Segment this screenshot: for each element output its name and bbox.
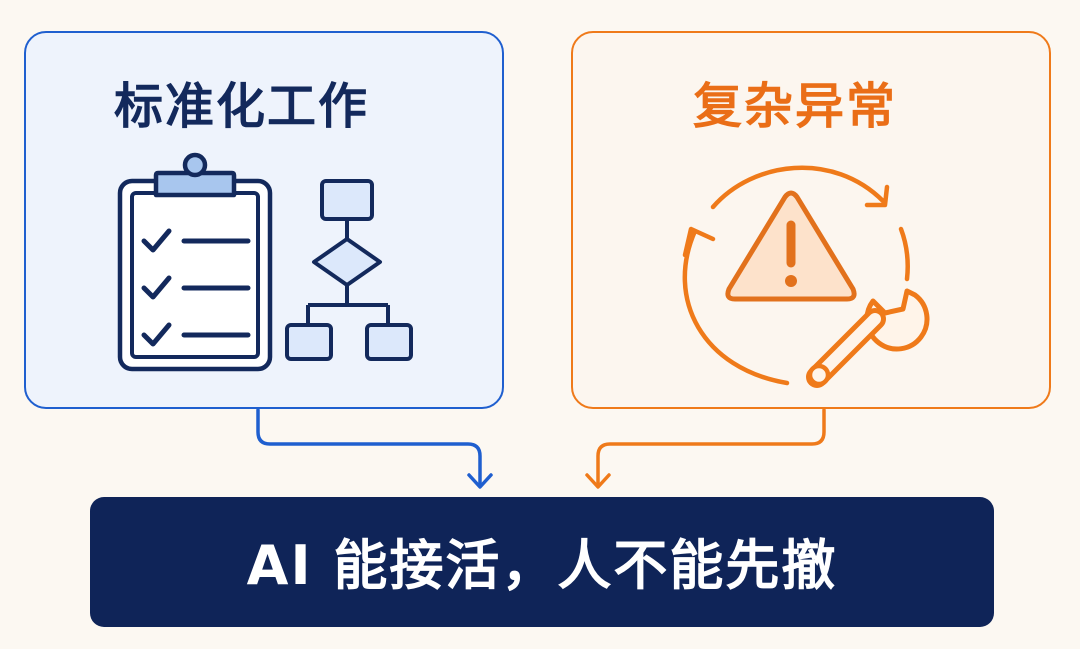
complex-exception-panel: 复杂异常: [571, 31, 1051, 409]
left-connector-arrow: [256, 408, 493, 489]
conclusion-banner: AI 能接活，人不能先撤: [90, 497, 994, 627]
right-connector-arrow: [585, 408, 826, 489]
conclusion-text: AI 能接活，人不能先撤: [246, 534, 838, 597]
complex-exception-title: 复杂异常: [693, 78, 898, 135]
standard-work-title: 标准化工作: [114, 78, 370, 135]
wrench-icon: [806, 288, 930, 388]
warning-triangle-icon: [725, 190, 857, 302]
flowchart-icon: [285, 179, 413, 361]
standard-work-panel: 标准化工作: [24, 31, 504, 409]
cycle-arrows-icon: [682, 165, 910, 386]
clipboard-checklist-icon: [117, 152, 273, 372]
exception-icon-group: [682, 165, 930, 388]
